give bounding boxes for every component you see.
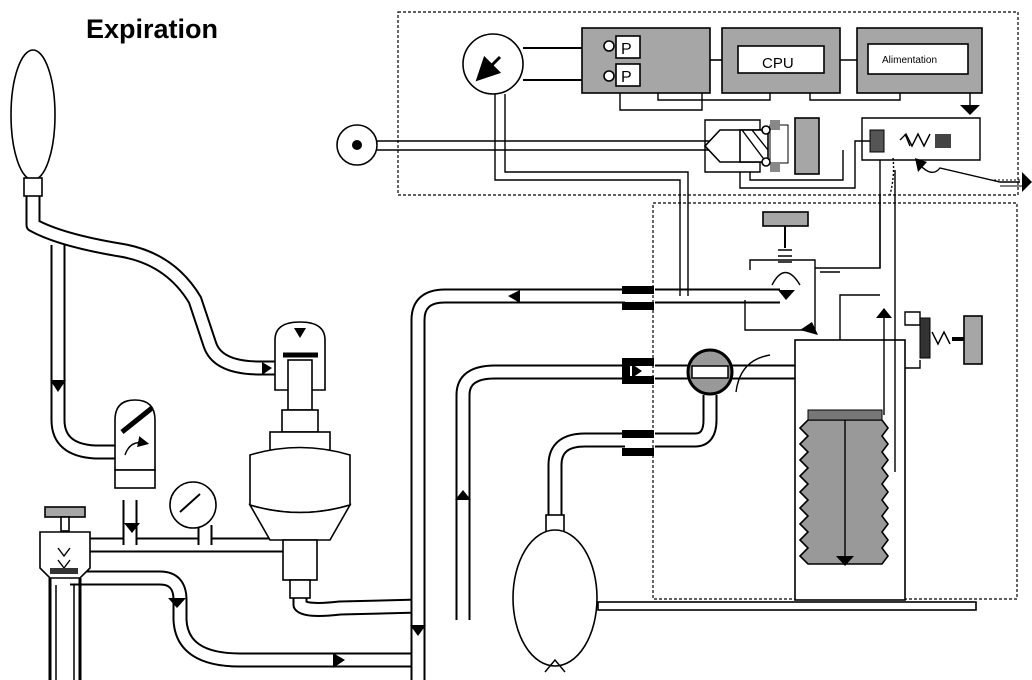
pressure-relief-right (876, 308, 983, 415)
bag-connector (23, 177, 43, 197)
flow-arrow-right-valve (262, 362, 272, 375)
base-bar (597, 601, 977, 611)
sensor-label-1: P (621, 41, 632, 58)
co2-absorber (248, 321, 352, 599)
proportional-valve (703, 117, 870, 189)
flow-control-knob (336, 124, 720, 166)
sensor-label-2: P (621, 69, 632, 86)
solenoid-valve (861, 117, 1032, 196)
tubing (25, 195, 840, 680)
expiratory-valve-left (114, 399, 156, 533)
flow-arrow-left-top (508, 290, 520, 303)
power-supply-block: Alimentation (856, 27, 983, 94)
bus-lines (619, 59, 980, 115)
flow-arrow-right-bottom (333, 653, 345, 668)
pressure-sensor-box: P P (581, 27, 711, 94)
apl-valve (39, 506, 91, 680)
cpu-label: CPU (762, 55, 794, 72)
flow-arrow-down-2 (168, 598, 186, 608)
manometer (169, 481, 217, 529)
control-lines (879, 160, 896, 472)
patient-bag (512, 514, 598, 673)
flow-arrow-down-3 (410, 625, 426, 636)
power-supply-label: Alimentation (882, 55, 937, 66)
control-unit-frame (397, 11, 1019, 196)
bellows (798, 409, 889, 566)
pressure-gauge-top (462, 33, 524, 95)
flow-arrow-down-left (50, 380, 66, 392)
reservoir-bag (10, 49, 56, 181)
port-connectors (622, 286, 654, 456)
flow-arrow-up (455, 490, 471, 500)
diagram-title: Expiration (86, 14, 218, 44)
cpu-block: CPU (721, 27, 841, 94)
selector-valve (686, 322, 830, 396)
gauge-lines (494, 47, 689, 296)
